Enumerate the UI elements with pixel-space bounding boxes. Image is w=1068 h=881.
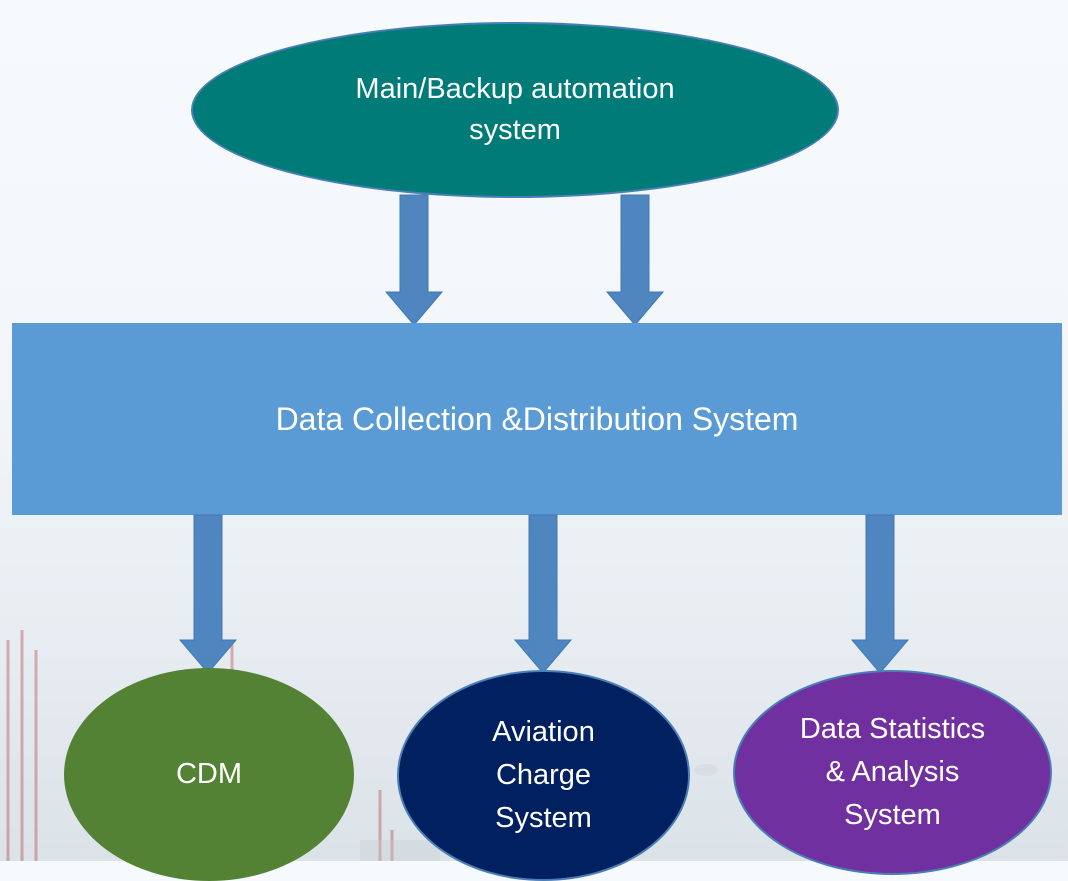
arrow-to-data-statistics xyxy=(850,514,910,674)
main-backup-automation-node: Main/Backup automation system xyxy=(191,22,839,198)
cdm-node: CDM xyxy=(64,668,354,881)
aviation-charge-system-node: Aviation Charge System xyxy=(397,670,690,881)
arrow-to-cdm xyxy=(178,514,238,674)
arrow-to-aviation-charge xyxy=(513,514,573,674)
arrow-top-right xyxy=(605,194,665,326)
data-statistics-analysis-node: Data Statistics & Analysis System xyxy=(733,670,1052,875)
arrow-top-left xyxy=(384,194,444,326)
data-collection-distribution-box: Data Collection &Distribution System xyxy=(12,323,1062,515)
